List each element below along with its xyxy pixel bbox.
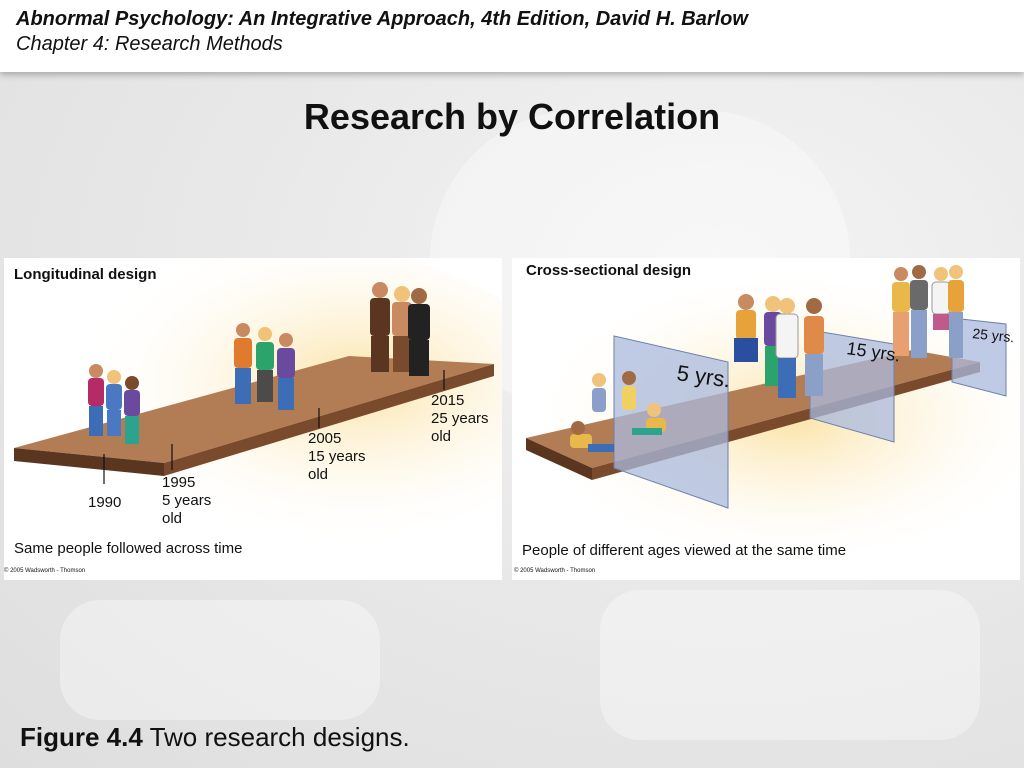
longitudinal-copyright: © 2005 Wadsworth - Thomson <box>4 568 86 574</box>
figure-caption-text: Two research designs. <box>142 722 410 752</box>
cross-sectional-figure: 5 yrs. 15 yrs. 25 yrs. Cross-sectional d… <box>512 258 1020 580</box>
label-2015-old: old <box>431 428 452 445</box>
book-title: Abnormal Psychology: An Integrative Appr… <box>16 8 748 30</box>
slide-title: Research by Correlation <box>303 96 721 137</box>
adults-2015 <box>370 282 430 376</box>
label-1995-age: 5 years <box>162 492 212 509</box>
teens-2005 <box>234 323 295 410</box>
children-1990 <box>88 364 140 444</box>
figure-number: Figure 4.4 <box>20 722 143 752</box>
longitudinal-figure: Longitudinal design 1990 1995 5 years ol… <box>4 258 502 580</box>
label-1990: 1990 <box>88 494 122 511</box>
teens-group <box>734 294 824 398</box>
label-1995: 1995 <box>162 474 196 491</box>
background-shape <box>60 600 380 720</box>
slide-header: Abnormal Psychology: An Integrative Appr… <box>0 0 1024 72</box>
figure-caption: Figure 4.4 Two research designs. <box>20 722 410 753</box>
label-1995-old: old <box>162 510 183 527</box>
label-2015: 2015 <box>431 392 465 409</box>
platform-front-edge <box>526 438 592 480</box>
panel-25-yrs <box>951 317 1007 397</box>
label-2005-old: old <box>308 466 329 483</box>
panel-label-25-yrs: 25 yrs. <box>972 325 1015 345</box>
platform-side-edge <box>164 364 494 476</box>
cross-sectional-illustration: 5 yrs. 15 yrs. 25 yrs. <box>526 265 1020 558</box>
adults-group <box>892 265 964 358</box>
label-2015-age: 25 years <box>431 410 489 427</box>
label-2005-age: 15 years <box>308 448 366 465</box>
cross-sectional-copyright: © 2005 Wadsworth - Thomson <box>514 568 596 574</box>
longitudinal-caption: Same people followed across time <box>14 540 243 557</box>
cross-sectional-caption: People of different ages viewed at the s… <box>522 542 847 559</box>
cross-sectional-title: Cross-sectional design <box>526 262 692 279</box>
longitudinal-illustration <box>14 258 502 548</box>
chapter-title: Chapter 4: Research Methods <box>16 33 283 55</box>
children-group <box>570 371 666 452</box>
longitudinal-title: Longitudinal design <box>14 266 157 283</box>
platform-front-edge <box>14 448 164 476</box>
background-shape <box>600 590 980 740</box>
panel-5-yrs <box>613 335 729 509</box>
label-2005: 2005 <box>308 430 342 447</box>
